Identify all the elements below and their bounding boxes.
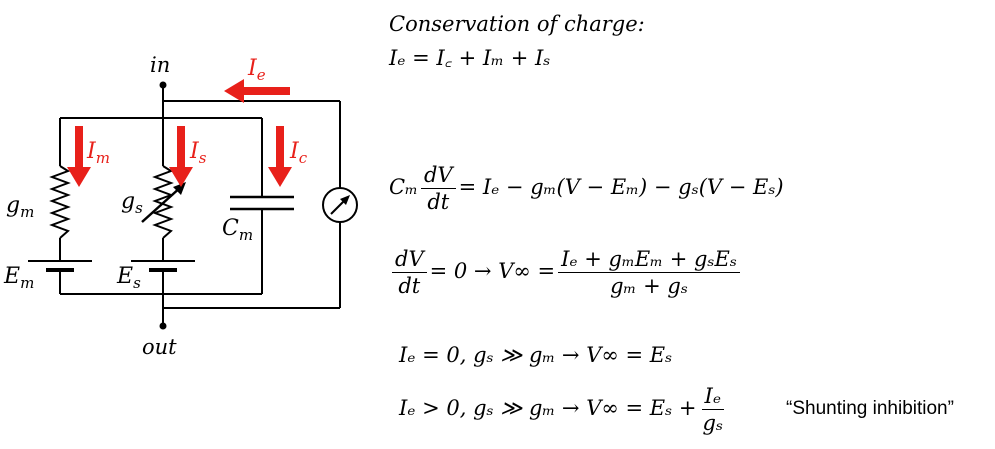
battery-es (131, 260, 195, 272)
equation-case-zero-current: Iₑ = 0, gₛ ≫ gₘ → V∞ = Eₛ (399, 343, 673, 367)
conservation-title: Conservation of charge: (389, 12, 645, 36)
label-ic: Ic (289, 139, 308, 167)
capacitor-cm (230, 195, 294, 211)
label-ie: Ie (247, 56, 266, 84)
shunting-inhibition-caption: “Shunting inhibition” (786, 398, 954, 419)
label-is: Is (189, 139, 207, 167)
label-out: out (142, 335, 177, 359)
node-out-dot (159, 322, 167, 330)
resistor-gs (152, 165, 174, 239)
label-em: Em (3, 264, 34, 292)
label-im: Im (86, 139, 110, 167)
current-arrows (67, 79, 292, 187)
circuit-wires (59, 85, 341, 326)
label-es: Es (116, 264, 141, 292)
resistor-gm (49, 165, 71, 239)
ammeter-icon (322, 187, 358, 223)
node-in-dot (159, 81, 167, 89)
label-in: in (150, 53, 170, 77)
label-cm: Cm (222, 216, 253, 244)
equation-conservation: Iₑ = I꜀ + Iₘ + Iₛ (389, 46, 551, 70)
label-gm: gm (6, 193, 34, 221)
variable-resistor-arrow-icon (141, 182, 186, 223)
battery-em (28, 260, 92, 272)
label-gs: gs (121, 189, 143, 217)
